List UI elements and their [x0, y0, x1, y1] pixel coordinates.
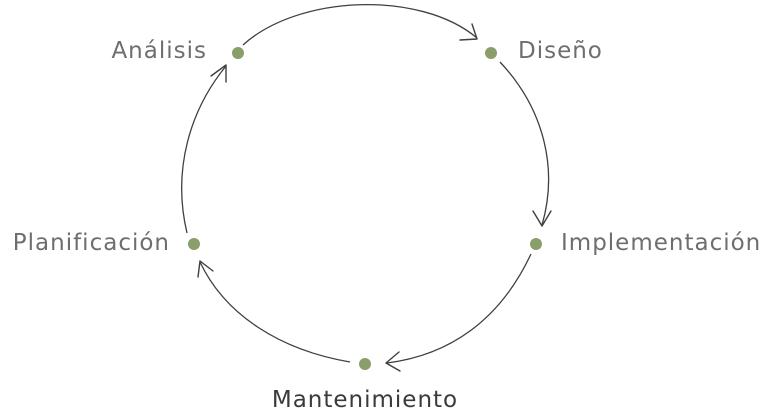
arc-layer [181, 3, 552, 372]
stage-label-diseno: Diseño [518, 38, 603, 64]
node-layer [188, 47, 542, 370]
arc-implementacion-to-mantenimiento [386, 253, 532, 364]
arrow-head-implementacion [532, 210, 552, 227]
node-implementacion [530, 238, 542, 250]
arc-planificacion-to-analisis [181, 65, 227, 234]
stage-label-implementacion: Implementación [561, 230, 761, 256]
node-analisis [232, 47, 244, 59]
stage-label-mantenimiento: Mantenimiento [272, 387, 458, 410]
arrow-head-mantenimiento [385, 351, 401, 372]
node-planificacion [188, 238, 200, 250]
arrow-head-analisis [210, 64, 227, 83]
arc-analisis-to-diseno [242, 3, 478, 46]
stage-label-planificacion: Planificación [13, 230, 170, 256]
node-diseno [485, 47, 497, 59]
arrow-head-planificacion [197, 260, 214, 278]
arc-mantenimiento-to-planificacion [199, 261, 351, 363]
arrow-head-diseno [459, 23, 478, 41]
label-layer: Análisis Diseño Implementación Mantenimi… [13, 38, 761, 410]
stage-label-analisis: Análisis [111, 38, 207, 64]
node-mantenimiento [359, 358, 371, 370]
arc-diseno-to-implementacion [499, 61, 550, 226]
